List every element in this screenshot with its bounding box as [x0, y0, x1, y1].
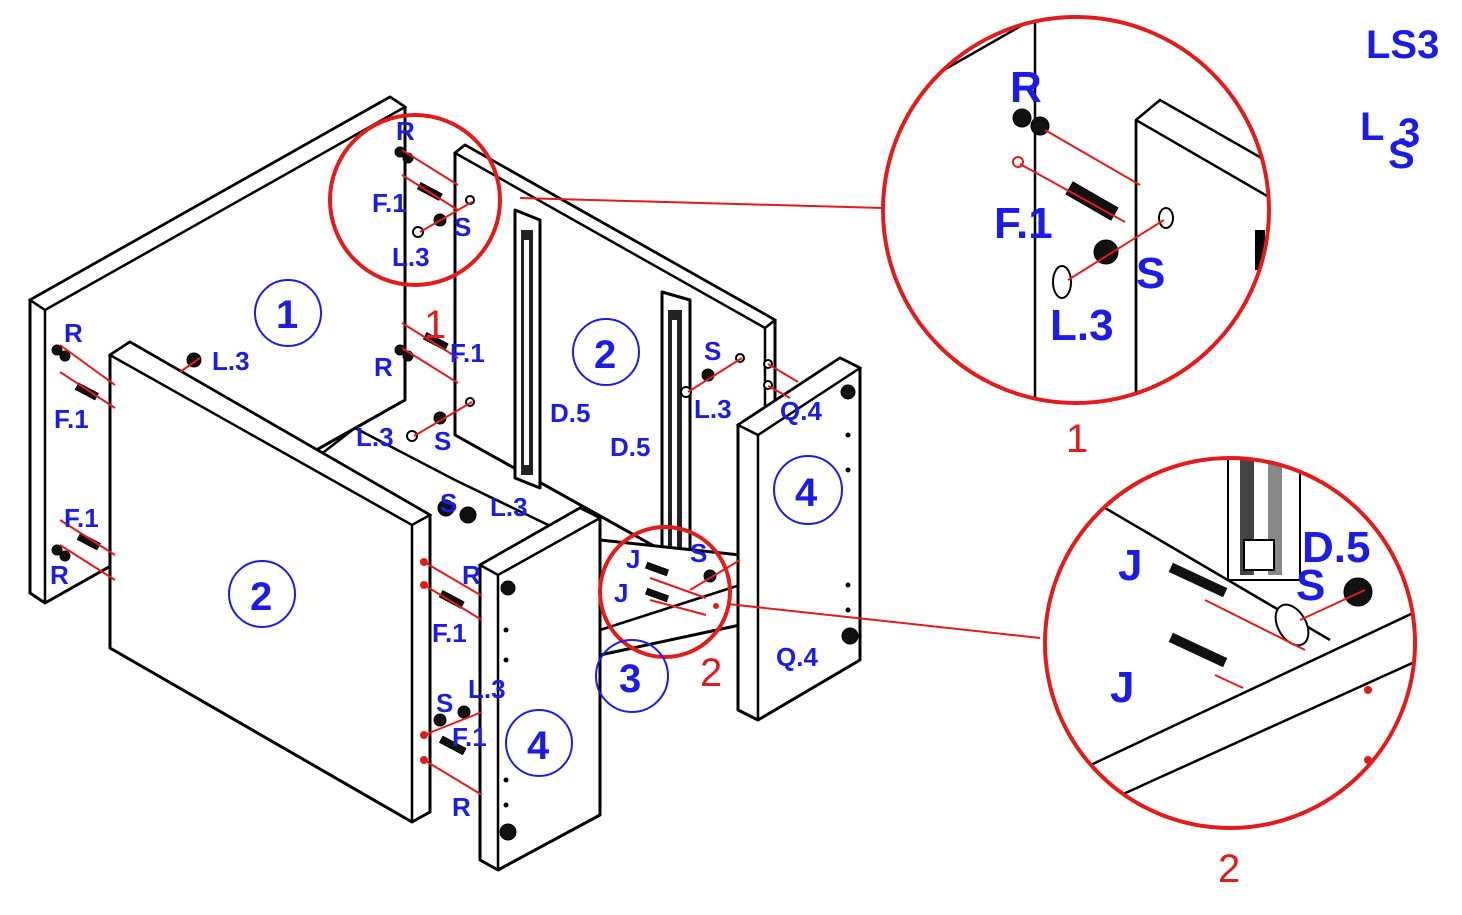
label-rail-s: S — [690, 538, 707, 568]
panel-circle-1 — [254, 279, 322, 347]
panel-number-side-right: 2 — [594, 333, 616, 377]
front-post-left — [477, 506, 603, 872]
connection-lines — [59, 149, 1041, 796]
label-left-f1-top: F.1 — [54, 404, 89, 434]
label-left-r-bottom: R — [50, 560, 69, 590]
side-panel-left — [107, 340, 433, 824]
corner-label-bottom: L — [1360, 105, 1384, 149]
panel-circle-2-left — [228, 560, 296, 628]
panel-number-post-right: 4 — [795, 471, 818, 515]
label-front-f1: F.1 — [432, 618, 467, 648]
detail1-label-f1: F.1 — [994, 199, 1053, 248]
label-mid-l3-lower: L.3 — [356, 422, 394, 452]
panel-number-side-left: 2 — [250, 575, 272, 619]
corner-label-top: LS3 — [1366, 23, 1439, 67]
corner-label-bottom-overlay: S — [1388, 133, 1415, 177]
detail2-label-d5: D.5 — [1302, 523, 1370, 572]
label-d5-right: D.5 — [610, 432, 650, 462]
corner-label-bottom-sub: 3 — [1398, 111, 1420, 155]
marker-circle-2 — [598, 525, 732, 659]
marker-number-2: 2 — [700, 651, 722, 695]
label-mid-r-top: R — [396, 116, 415, 146]
marker-circle-1 — [328, 113, 502, 287]
drawer-slide-right — [660, 290, 692, 582]
label-mid-l3-top: L.3 — [392, 242, 430, 272]
label-mid-s-lower: S — [434, 426, 451, 456]
panel-number-back: 1 — [276, 293, 298, 337]
label-front-f1-lower: F.1 — [452, 722, 487, 752]
panel-circle-2-right — [572, 318, 640, 386]
label-center-l3: L.3 — [490, 492, 528, 522]
label-left-l3: L.3 — [212, 346, 250, 376]
label-left-f1-bottom: F.1 — [64, 503, 99, 533]
detail-callout-2 — [1043, 456, 1417, 830]
label-front-s: S — [436, 688, 453, 718]
label-front-r-lower: R — [452, 792, 471, 822]
panel-circle-4-right — [773, 455, 843, 525]
panel-circle-4-left — [505, 709, 573, 777]
panel-circle-3 — [595, 639, 669, 713]
front-post-right — [735, 356, 863, 722]
label-right-l3: L.3 — [694, 394, 732, 424]
panel-number-post-left: 4 — [527, 724, 550, 768]
label-front-l3: L.3 — [468, 674, 506, 704]
detail1-label-l3: L.3 — [1050, 301, 1114, 350]
label-right-q4-bottom: Q.4 — [776, 642, 818, 672]
detail1-label-s: S — [1136, 249, 1165, 298]
label-rail-j-bottom: J — [614, 578, 628, 608]
marker-number-1: 1 — [424, 303, 446, 347]
hardware-pieces — [51, 146, 773, 764]
labels: LS3 L 3 S 1 2 2 3 4 4 R F.1 L.3 F.1 R R … — [50, 23, 1439, 891]
label-mid-r: R — [374, 352, 393, 382]
label-d5-left: D.5 — [550, 398, 590, 428]
drawer-slide-left — [513, 208, 542, 490]
label-left-r-top: R — [64, 318, 83, 348]
detail2-number: 2 — [1218, 847, 1240, 891]
label-mid-f1-top: F.1 — [372, 188, 407, 218]
label-right-s: S — [704, 336, 721, 366]
detail1-label-r: R — [1010, 63, 1042, 112]
panel-number-rail: 3 — [619, 657, 641, 701]
detail2-label-j-bottom: J — [1110, 663, 1134, 712]
detail2-label-s: S — [1296, 561, 1325, 610]
label-mid-s-top: S — [454, 212, 471, 242]
label-mid-f1: F.1 — [450, 338, 485, 368]
label-right-q4-top: Q.4 — [780, 396, 822, 426]
detail1-number: 1 — [1066, 417, 1088, 461]
label-front-r: R — [462, 560, 481, 590]
label-rail-j-top: J — [626, 544, 640, 574]
label-center-s: S — [440, 488, 457, 518]
detail2-label-j-top: J — [1118, 541, 1142, 590]
